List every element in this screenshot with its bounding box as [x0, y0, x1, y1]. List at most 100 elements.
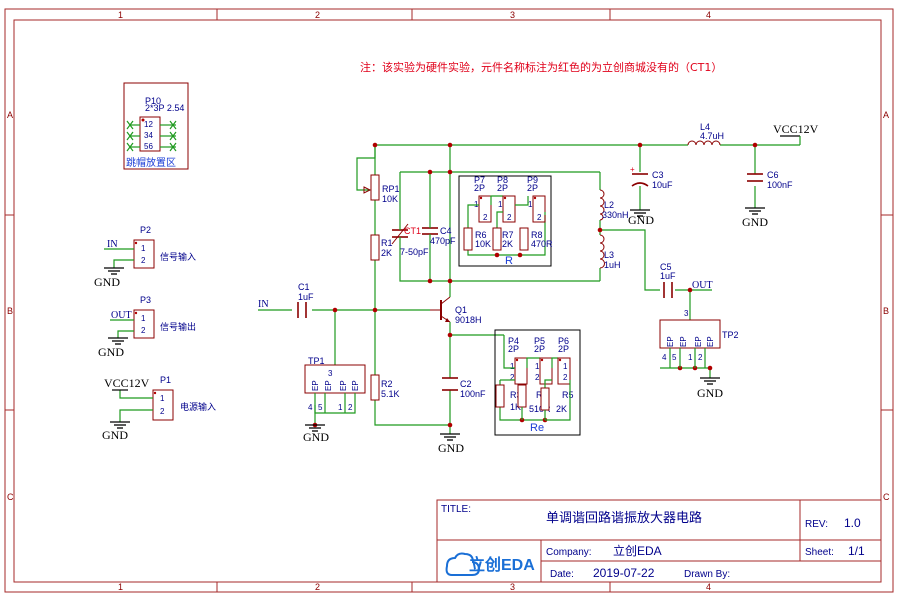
c4-value: 470pF [430, 236, 456, 246]
emitter-resistor-group[interactable]: Re P4 2P 1 2 P5 2P 1 2 P6 2P 1 2 R3 1K R… [494, 329, 581, 436]
r8-value: 470R [531, 239, 553, 249]
tp2-gnd-label: GND [697, 386, 723, 400]
tp1-pin5: 5 [318, 403, 323, 412]
jumper-area-p10[interactable]: P10 2*3P 2.54 12 34 56 跳帽放置区 [123, 82, 189, 170]
group-label-r: R [505, 255, 513, 267]
tp1-ep-d: EP [351, 380, 360, 391]
frame-column-labels: 1 2 3 4 1 2 3 4 A B C A B C [7, 10, 890, 592]
date-value: 2019-07-22 [593, 566, 655, 580]
p8-pin2: 2 [507, 213, 512, 222]
connector-p3[interactable]: P3 1 2 OUT 信号输出 GND [98, 295, 196, 359]
c2-ref: C2 [460, 379, 472, 389]
capacitor-c2[interactable]: C2 100nF [442, 377, 486, 399]
capacitor-c4[interactable]: C4 470pF [422, 222, 456, 246]
c3-value: 10uF [652, 180, 673, 190]
p10-pins-row2: 34 [144, 131, 153, 140]
l2-ref: L2 [604, 200, 614, 210]
r3-ref: R3 [510, 390, 522, 400]
p8-value: 2P [497, 183, 508, 193]
c2-value: 100nF [460, 389, 486, 399]
trimmer-capacitor-ct1[interactable]: CT1 7-50pF [391, 220, 429, 257]
jumper-area-label: 跳帽放置区 [126, 156, 176, 169]
p1-pin2: 2 [160, 407, 165, 416]
p2-pin1: 1 [141, 244, 146, 253]
connector-p1[interactable]: P1 1 2 VCC12V 电源输入 GND [102, 375, 216, 442]
r7-value: 2K [502, 239, 513, 249]
row-label-right-c: C [883, 492, 890, 502]
inductor-l3[interactable]: L3 1uH [599, 234, 621, 270]
p9-value: 2P [527, 183, 538, 193]
p7-ref: P7 [474, 175, 485, 185]
r2-value: 5.1K [381, 389, 400, 399]
tp1-pin2: 2 [348, 403, 353, 412]
r6-ref: R6 [475, 230, 487, 240]
rp1-ref: RP1 [382, 184, 400, 194]
capacitor-c6[interactable]: C6 100nF GND [742, 170, 793, 229]
tp2-ep-b: EP [679, 336, 688, 347]
rev-label: REV: [805, 519, 828, 530]
tp1-ep-a: EP [311, 380, 320, 391]
gnd-label-emitter: GND [438, 441, 464, 455]
col-label-top-1: 1 [118, 10, 123, 20]
tp1-pin1: 1 [338, 403, 343, 412]
p4-pin2: 2 [510, 373, 515, 382]
capacitor-c3[interactable]: + C3 10uF GND [628, 165, 673, 227]
vcc-rail-label: VCC12V [773, 122, 819, 136]
p8-ref: P8 [497, 175, 508, 185]
date-label: Date: [550, 569, 574, 580]
p10-pins-row1: 12 [144, 120, 153, 129]
sheet-label: Sheet: [805, 547, 834, 558]
tp1-ref: TP1 [308, 356, 325, 366]
resistor-r1[interactable]: R1 2K [370, 234, 393, 261]
tp2-pin1: 1 [688, 353, 693, 362]
collector-resistor-group[interactable]: R P7 2P 1 2 P8 2P 1 2 P9 2P 1 2 R6 10K R… [458, 175, 553, 267]
r8-ref: R8 [531, 230, 543, 240]
potentiometer-rp1[interactable]: RP1 10K [363, 174, 400, 204]
p3-label: 信号输出 [160, 321, 196, 332]
p2-gnd-label: GND [94, 275, 120, 289]
p5-ref: P5 [534, 336, 545, 346]
title-block: TITLE: 单调谐回路谐振放大器电路 REV: 1.0 Company: 立创… [436, 499, 882, 583]
logo-text: 立创EDA [469, 555, 535, 574]
circuit-wires [258, 144, 800, 434]
ground-emitter: GND [438, 433, 464, 455]
c5-ref: C5 [660, 262, 672, 272]
c1-ref: C1 [298, 282, 310, 292]
capacitor-c1[interactable]: C1 1uF [297, 282, 314, 318]
p1-gnd-label: GND [102, 428, 128, 442]
p6-pin1: 1 [563, 362, 568, 371]
testpoint-tp1[interactable]: TP1 3 EP EP EP EP 4 5 1 2 GND [303, 356, 366, 444]
col-label-bottom-4: 4 [706, 582, 711, 592]
testpoint-tp2[interactable]: TP2 3 EP EP EP EP 4 5 1 2 GND [659, 309, 739, 400]
p2-label: 信号输入 [160, 251, 196, 262]
group-label-re: Re [530, 422, 544, 434]
title-label: TITLE: [441, 504, 471, 515]
lceda-logo: 立创EDA [445, 552, 535, 576]
r6-value: 10K [475, 239, 491, 249]
row-label-left-c: C [7, 492, 14, 502]
l3-value: 1uH [604, 260, 621, 270]
c6-gnd-label: GND [742, 215, 768, 229]
rev-value: 1.0 [844, 516, 861, 530]
r3-value: 1K [510, 402, 521, 412]
inductor-l2[interactable]: L2 330nH [599, 189, 629, 221]
p9-ref: P9 [527, 175, 538, 185]
capacitor-c5[interactable]: C5 1uF [660, 262, 676, 298]
p2-pin2: 2 [141, 256, 146, 265]
p1-vcc-label: VCC12V [104, 376, 150, 390]
ct1-value: 7-50pF [400, 247, 429, 257]
p3-ref: P3 [140, 295, 151, 305]
col-label-top-2: 2 [315, 10, 320, 20]
connector-p2[interactable]: P2 1 2 IN 信号输入 GND [94, 225, 196, 289]
p5-pin2: 2 [535, 373, 540, 382]
inductor-l4[interactable]: L4 4.7uH [687, 122, 724, 146]
p1-pin1: 1 [160, 394, 165, 403]
resistor-r2[interactable]: R2 5.1K [370, 374, 400, 401]
transistor-q1[interactable]: Q1 9018H [430, 296, 482, 325]
p6-value: 2P [558, 344, 569, 354]
c6-value: 100nF [767, 180, 793, 190]
p7-pin2: 2 [483, 213, 488, 222]
p1-label: 电源输入 [180, 401, 216, 412]
company-label: Company: [546, 547, 592, 558]
